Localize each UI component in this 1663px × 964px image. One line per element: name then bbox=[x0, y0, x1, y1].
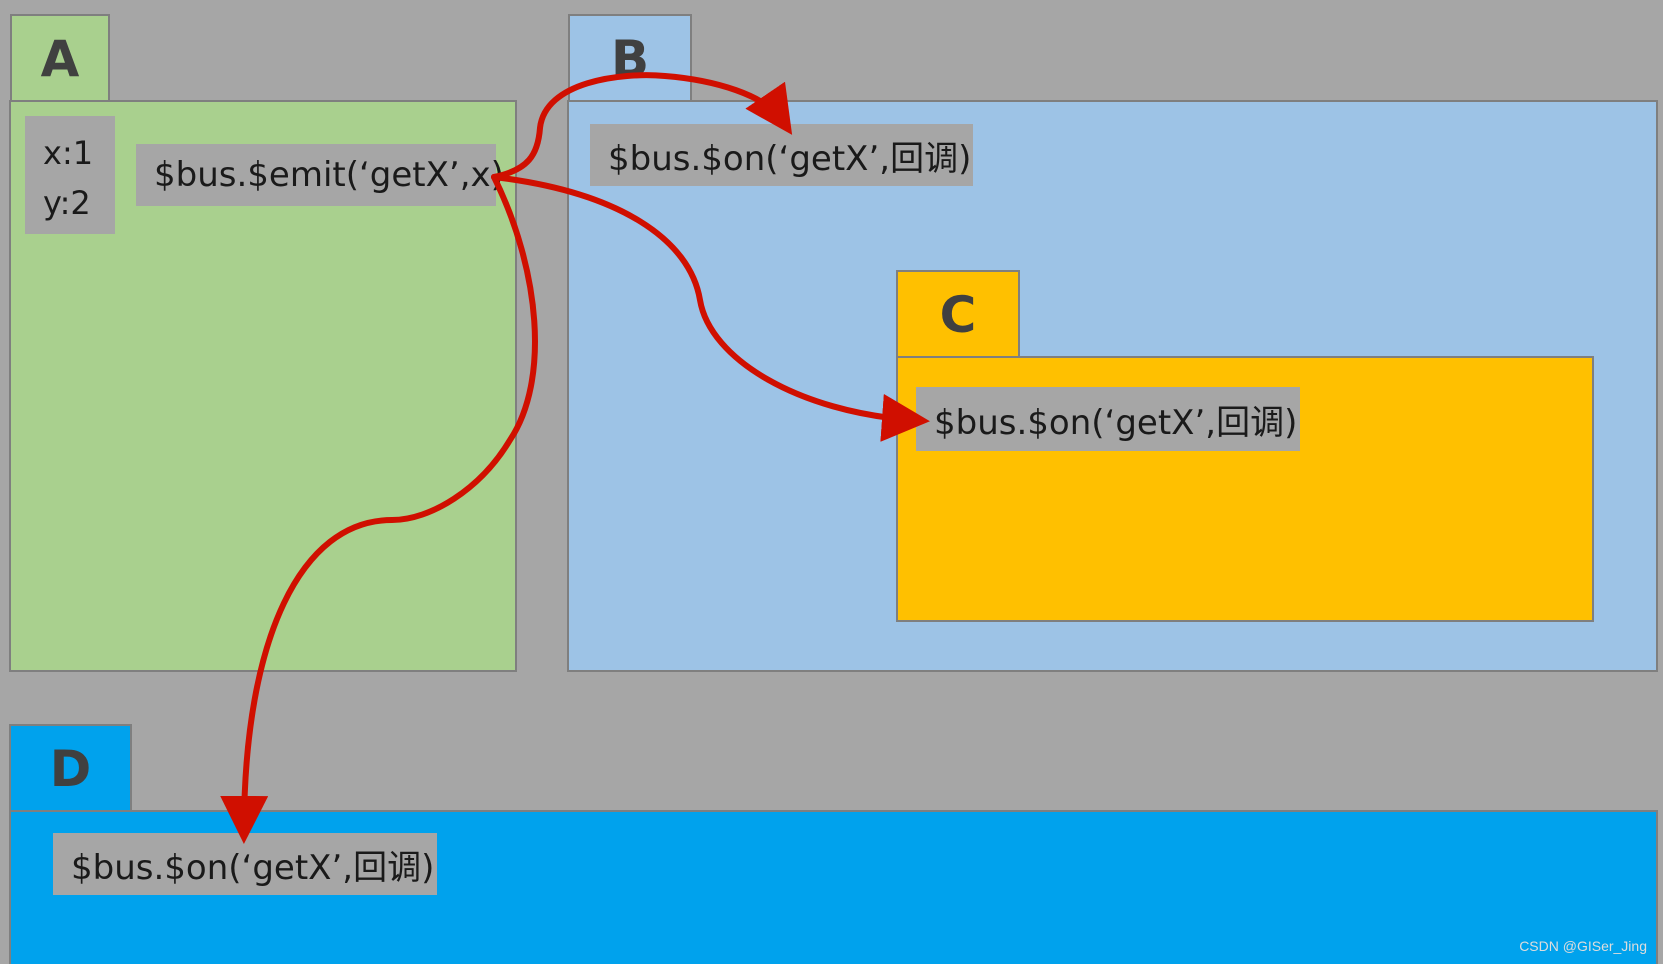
b-on-code-box: $bus.$on(‘getX’,回调) bbox=[590, 124, 973, 186]
component-b-tab: B bbox=[568, 14, 692, 102]
component-a-label: A bbox=[40, 30, 80, 88]
component-c-label: C bbox=[939, 286, 977, 344]
var-y: y:2 bbox=[43, 184, 91, 222]
d-on-code-box: $bus.$on(‘getX’,回调) bbox=[53, 833, 437, 895]
component-a-tab: A bbox=[10, 14, 110, 102]
component-a-vars: x:1 y:2 bbox=[25, 116, 115, 234]
component-c-tab: C bbox=[896, 270, 1020, 358]
component-d-label: D bbox=[49, 740, 92, 798]
emit-code-box: $bus.$emit(‘getX’,x) bbox=[136, 144, 504, 206]
component-b-label: B bbox=[610, 30, 650, 88]
component-d-tab: D bbox=[9, 724, 132, 812]
watermark: CSDN @GISer_Jing bbox=[1519, 938, 1647, 954]
c-on-code-box: $bus.$on(‘getX’,回调) bbox=[916, 387, 1300, 451]
var-x: x:1 bbox=[43, 134, 94, 172]
